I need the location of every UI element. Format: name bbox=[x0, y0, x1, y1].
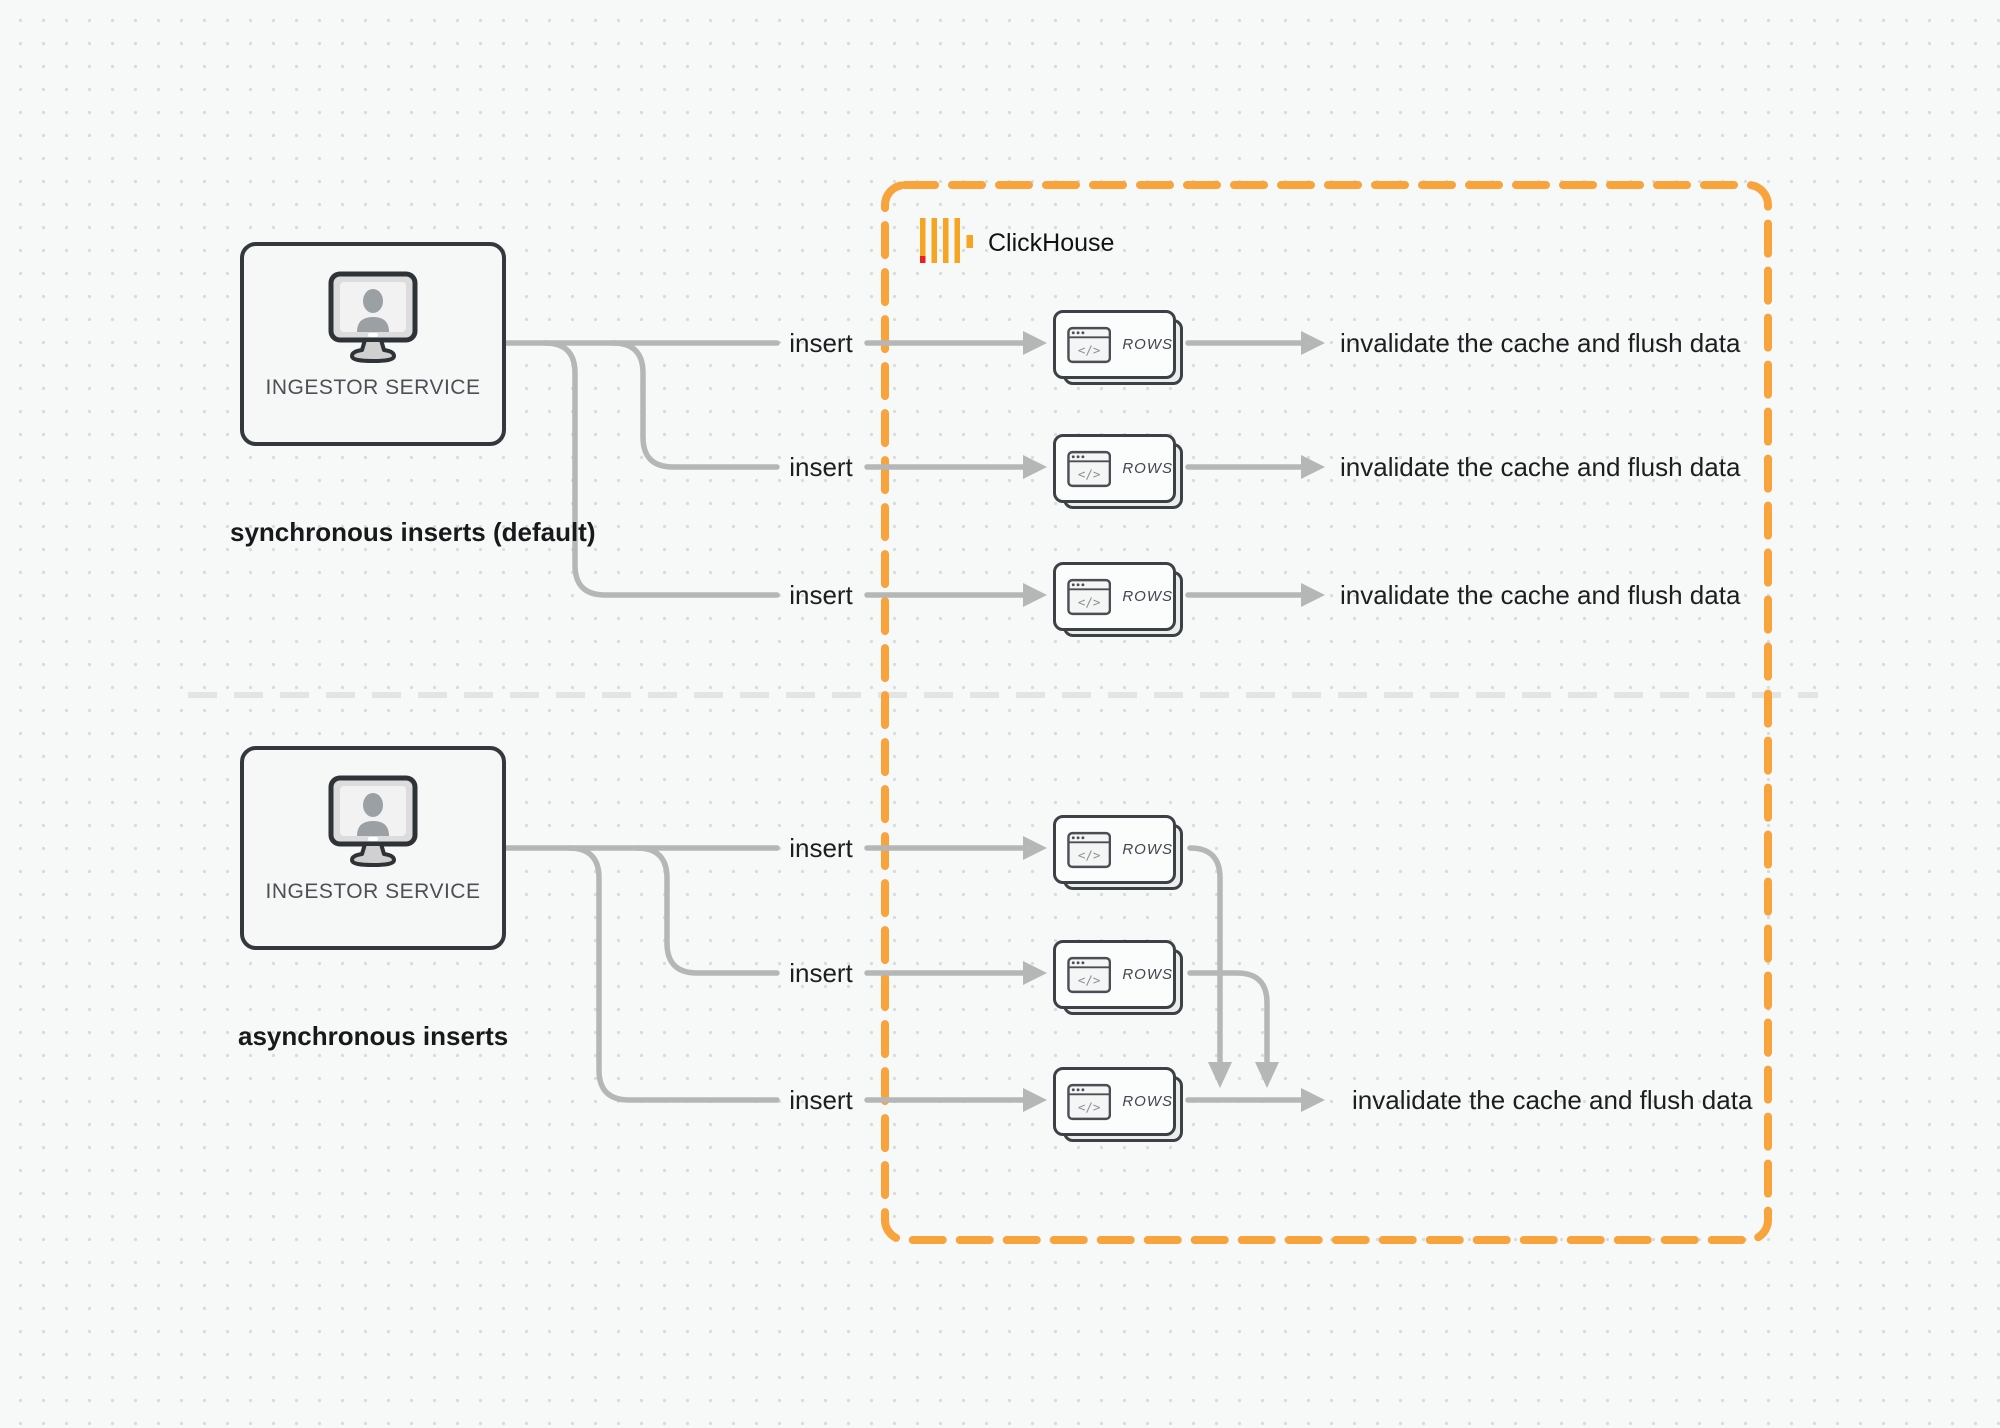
arrowhead-icon bbox=[1301, 331, 1325, 355]
invalidate-label: invalidate the cache and flush data bbox=[1340, 452, 1741, 482]
rows-label: ROWS bbox=[1122, 966, 1173, 983]
rows-label: ROWS bbox=[1122, 1093, 1173, 1110]
browser-code-icon: </> bbox=[1067, 831, 1112, 868]
svg-text:</>: </> bbox=[1078, 847, 1101, 862]
svg-text:</>: </> bbox=[1078, 972, 1101, 987]
arrowhead-icon bbox=[1023, 455, 1047, 479]
browser-code-icon: </> bbox=[1067, 578, 1112, 615]
rows-label: ROWS bbox=[1122, 588, 1173, 605]
monitor-user-icon bbox=[328, 271, 418, 363]
rows-card: </> ROWS bbox=[1053, 1067, 1186, 1145]
merge-arrow bbox=[1187, 845, 1223, 1065]
insert-label: insert bbox=[789, 833, 853, 863]
monitor-user-icon bbox=[328, 775, 418, 867]
clickhouse-logo-icon bbox=[920, 218, 973, 263]
clickhouse-boundary bbox=[881, 181, 1772, 1244]
browser-code-icon: </> bbox=[1067, 450, 1112, 487]
ingestor-service-label: INGESTOR SERVICE bbox=[265, 376, 481, 399]
arrowhead-down-icon bbox=[1255, 1062, 1279, 1088]
rows-card: </> ROWS bbox=[1053, 562, 1186, 640]
arrowhead-icon bbox=[1023, 961, 1047, 985]
connector-line bbox=[566, 845, 780, 1103]
rows-card: </> ROWS bbox=[1053, 815, 1186, 893]
rows-label: ROWS bbox=[1122, 460, 1173, 477]
ingestor-service-box-sync: INGESTOR SERVICE bbox=[240, 242, 506, 446]
arrowhead-icon bbox=[1301, 455, 1325, 479]
async-connectors bbox=[504, 845, 1304, 1103]
ingestor-service-label: INGESTOR SERVICE bbox=[265, 880, 481, 903]
rows-card-front: </> ROWS bbox=[1053, 434, 1176, 503]
connector-line bbox=[634, 845, 780, 976]
arrowhead-icon bbox=[1301, 583, 1325, 607]
arrowhead-icon bbox=[1023, 331, 1047, 355]
arrowhead-icon bbox=[1023, 583, 1047, 607]
invalidate-label: invalidate the cache and flush data bbox=[1340, 580, 1741, 610]
sync-section-label: synchronous inserts (default) bbox=[230, 517, 596, 547]
invalidate-label: invalidate the cache and flush data bbox=[1352, 1085, 1753, 1115]
rows-card-front: </> ROWS bbox=[1053, 310, 1176, 379]
rows-card: </> ROWS bbox=[1053, 940, 1186, 1018]
arrowhead-icon bbox=[1301, 1088, 1325, 1112]
insert-label: insert bbox=[789, 958, 853, 988]
rows-label: ROWS bbox=[1122, 336, 1173, 353]
browser-code-icon: </> bbox=[1067, 326, 1112, 363]
connector-line bbox=[610, 340, 780, 470]
rows-card: </> ROWS bbox=[1053, 310, 1186, 388]
insert-label: insert bbox=[789, 452, 853, 482]
rows-card-front: </> ROWS bbox=[1053, 815, 1176, 884]
sync-arrowheads bbox=[1023, 331, 1325, 607]
browser-code-icon: </> bbox=[1067, 1083, 1112, 1120]
arrowhead-down-icon bbox=[1208, 1062, 1232, 1088]
rows-label: ROWS bbox=[1122, 841, 1173, 858]
browser-code-icon: </> bbox=[1067, 956, 1112, 993]
insert-label: insert bbox=[789, 1085, 853, 1115]
clickhouse-label: ClickHouse bbox=[988, 229, 1115, 257]
async-section-label: asynchronous inserts bbox=[238, 1021, 509, 1051]
merge-arrow bbox=[1187, 970, 1270, 1065]
invalidate-label: invalidate the cache and flush data bbox=[1340, 328, 1741, 358]
rows-card: </> ROWS bbox=[1053, 434, 1186, 512]
svg-text:</>: </> bbox=[1078, 466, 1101, 481]
svg-text:</>: </> bbox=[1078, 342, 1101, 357]
rows-card-front: </> ROWS bbox=[1053, 562, 1176, 631]
svg-text:</>: </> bbox=[1078, 594, 1101, 609]
insert-label: insert bbox=[789, 328, 853, 358]
arrowhead-icon bbox=[1023, 1088, 1047, 1112]
insert-label: insert bbox=[789, 580, 853, 610]
async-arrowheads bbox=[1023, 836, 1325, 1112]
arrowhead-icon bbox=[1023, 836, 1047, 860]
svg-text:</>: </> bbox=[1078, 1099, 1101, 1114]
rows-card-front: </> ROWS bbox=[1053, 940, 1176, 1009]
ingestor-service-box-async: INGESTOR SERVICE bbox=[240, 746, 506, 950]
connector-line bbox=[542, 340, 780, 598]
rows-card-front: </> ROWS bbox=[1053, 1067, 1176, 1136]
sync-connectors bbox=[504, 340, 1304, 598]
